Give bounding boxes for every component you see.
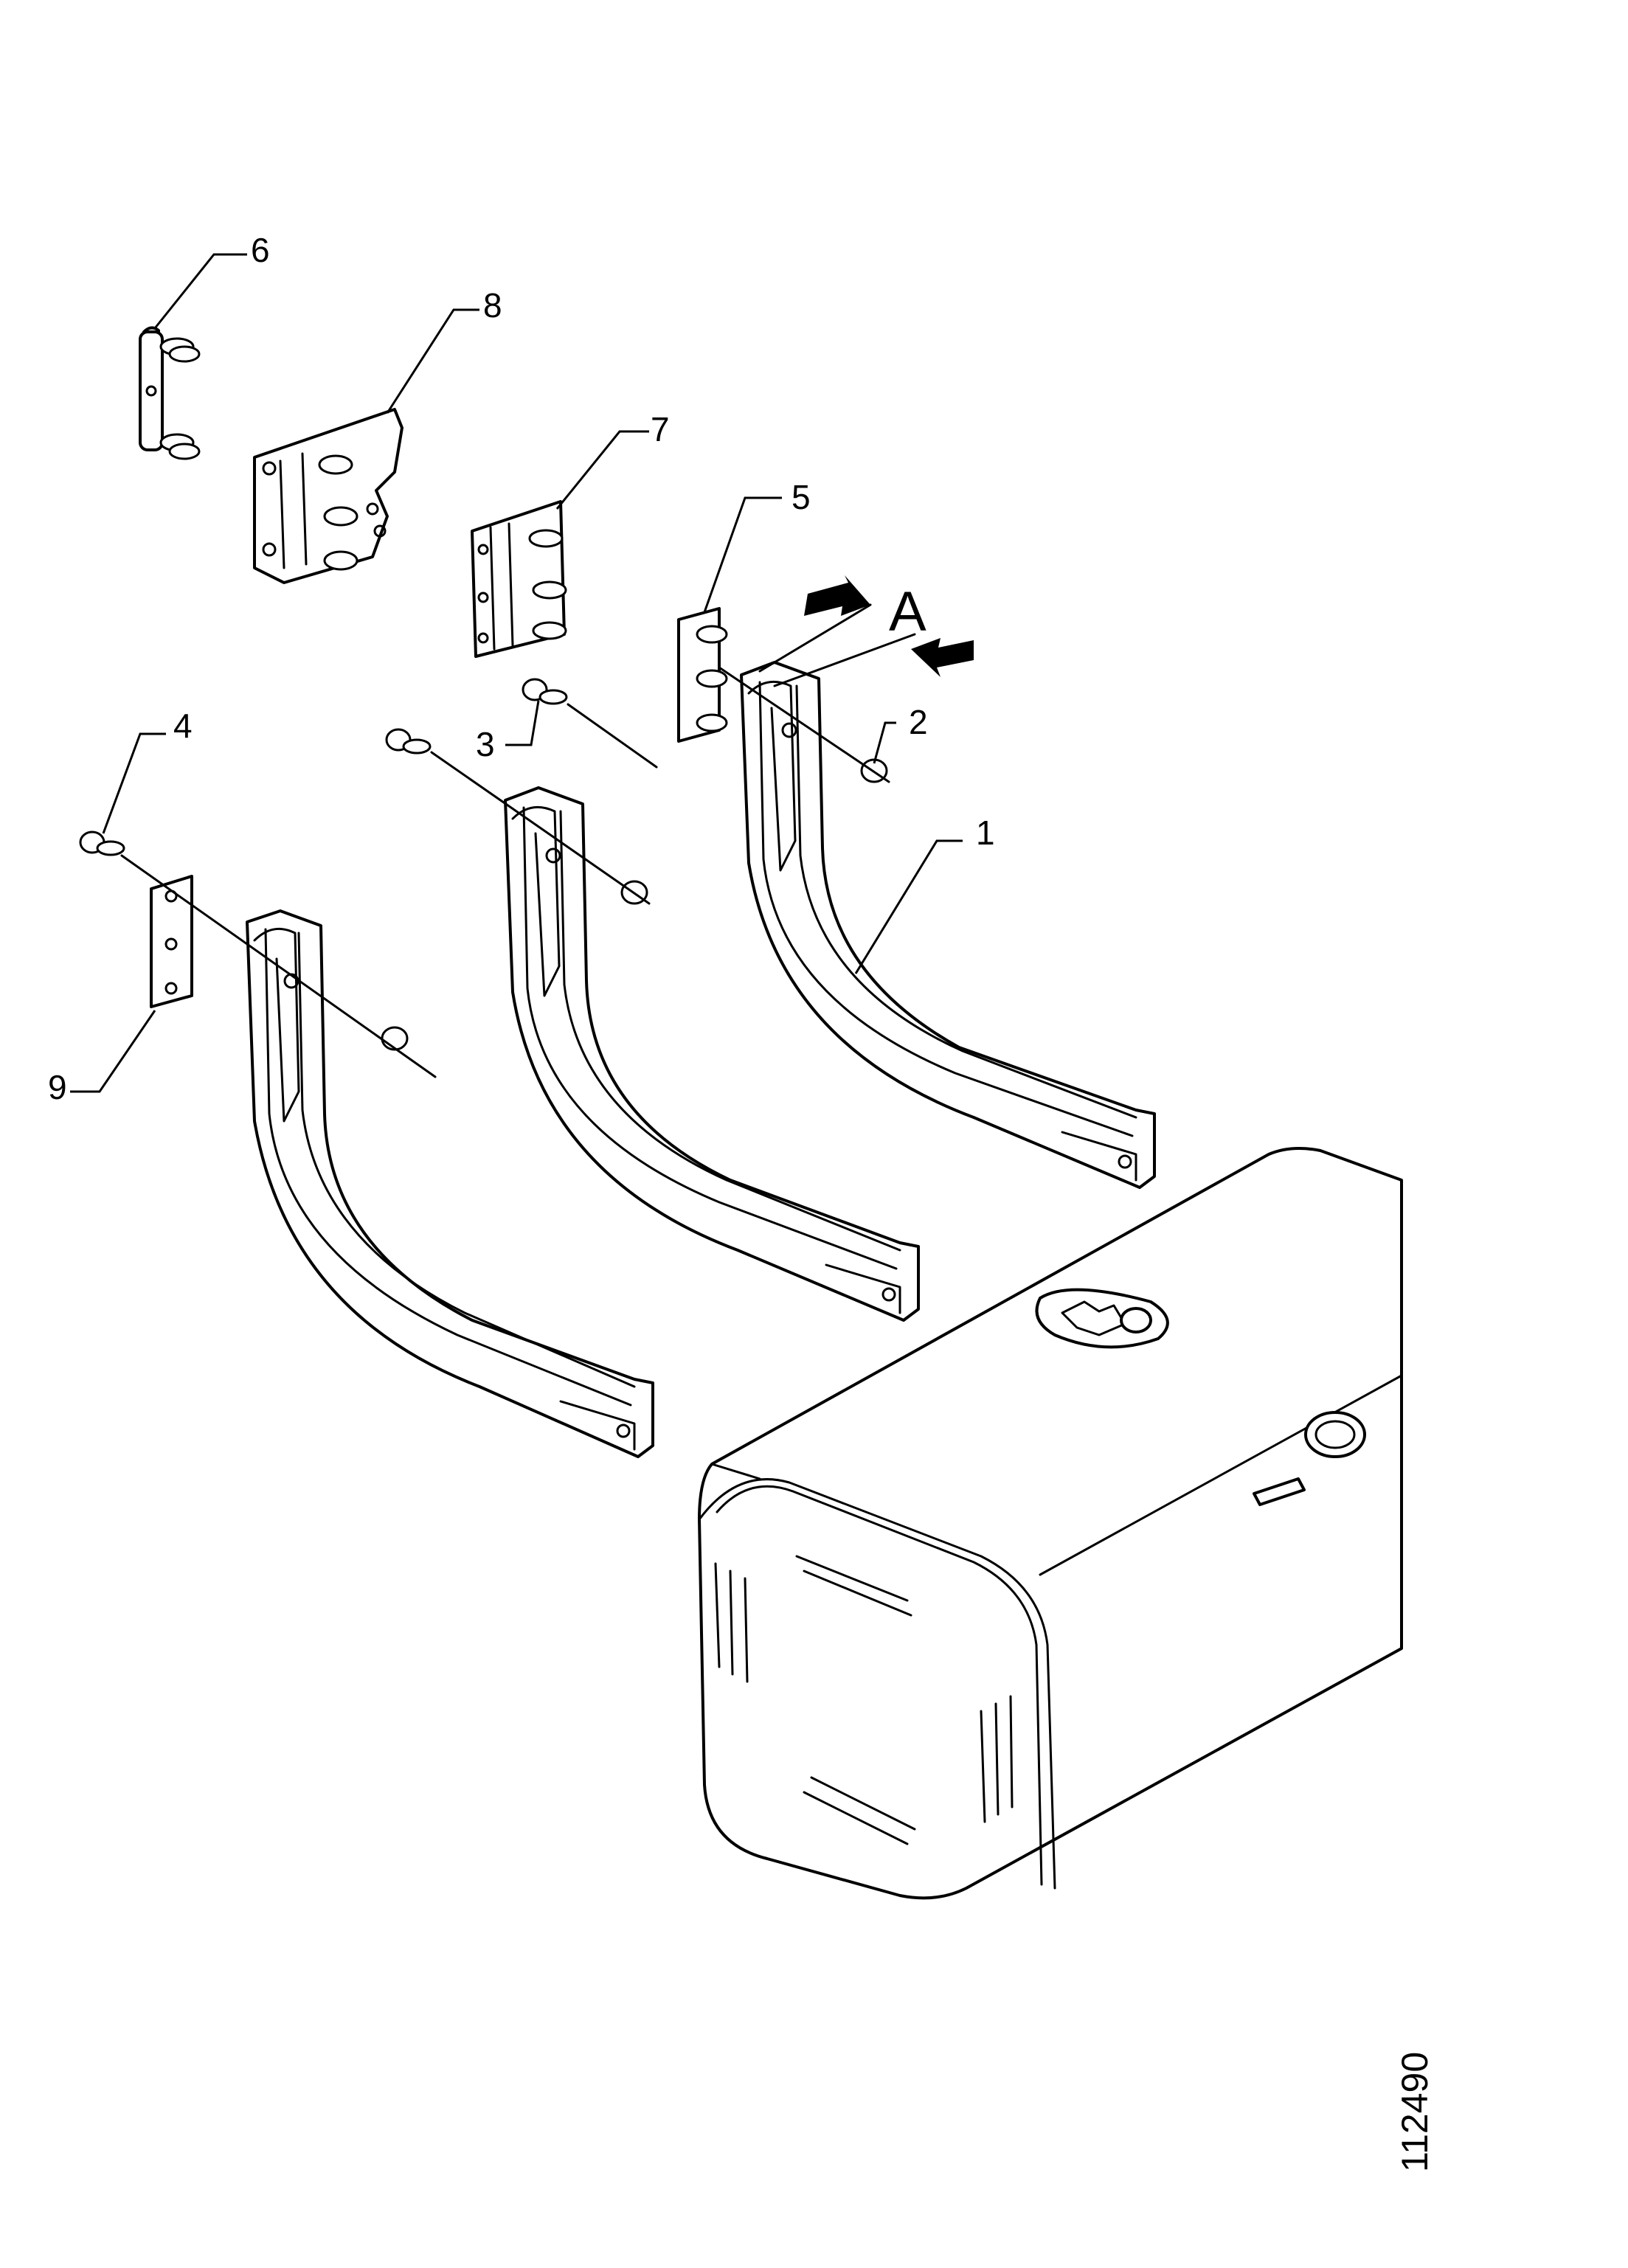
figure-number: 112490 xyxy=(1394,2052,1435,2172)
assembly-lines xyxy=(120,666,890,1078)
part-5-plate xyxy=(677,607,728,743)
strap-middle xyxy=(504,786,920,1322)
fuel-tank xyxy=(698,1147,1403,1900)
callout-9: 9 xyxy=(48,1068,67,1106)
callout-6: 6 xyxy=(251,231,270,269)
callout-4: 4 xyxy=(173,707,193,745)
callout-2: 2 xyxy=(909,703,928,741)
part-7-bracket xyxy=(471,500,567,658)
strap-right xyxy=(740,603,1156,1189)
bolts xyxy=(79,678,568,856)
view-a-label: A xyxy=(889,580,926,643)
callout-1: 1 xyxy=(976,814,995,852)
part-9-plate xyxy=(150,875,193,1008)
part-6-bracket xyxy=(139,326,201,460)
view-a-arrows xyxy=(804,575,974,677)
callout-7: 7 xyxy=(651,410,670,448)
callout-5: 5 xyxy=(792,478,811,516)
callout-labels: 1 2 3 4 5 6 7 8 9 A xyxy=(48,231,995,1106)
leader-lines xyxy=(70,253,963,1093)
strap-left xyxy=(246,909,654,1458)
callout-3: 3 xyxy=(476,725,495,763)
part-8-bracket xyxy=(253,408,403,584)
callout-8: 8 xyxy=(483,286,502,325)
